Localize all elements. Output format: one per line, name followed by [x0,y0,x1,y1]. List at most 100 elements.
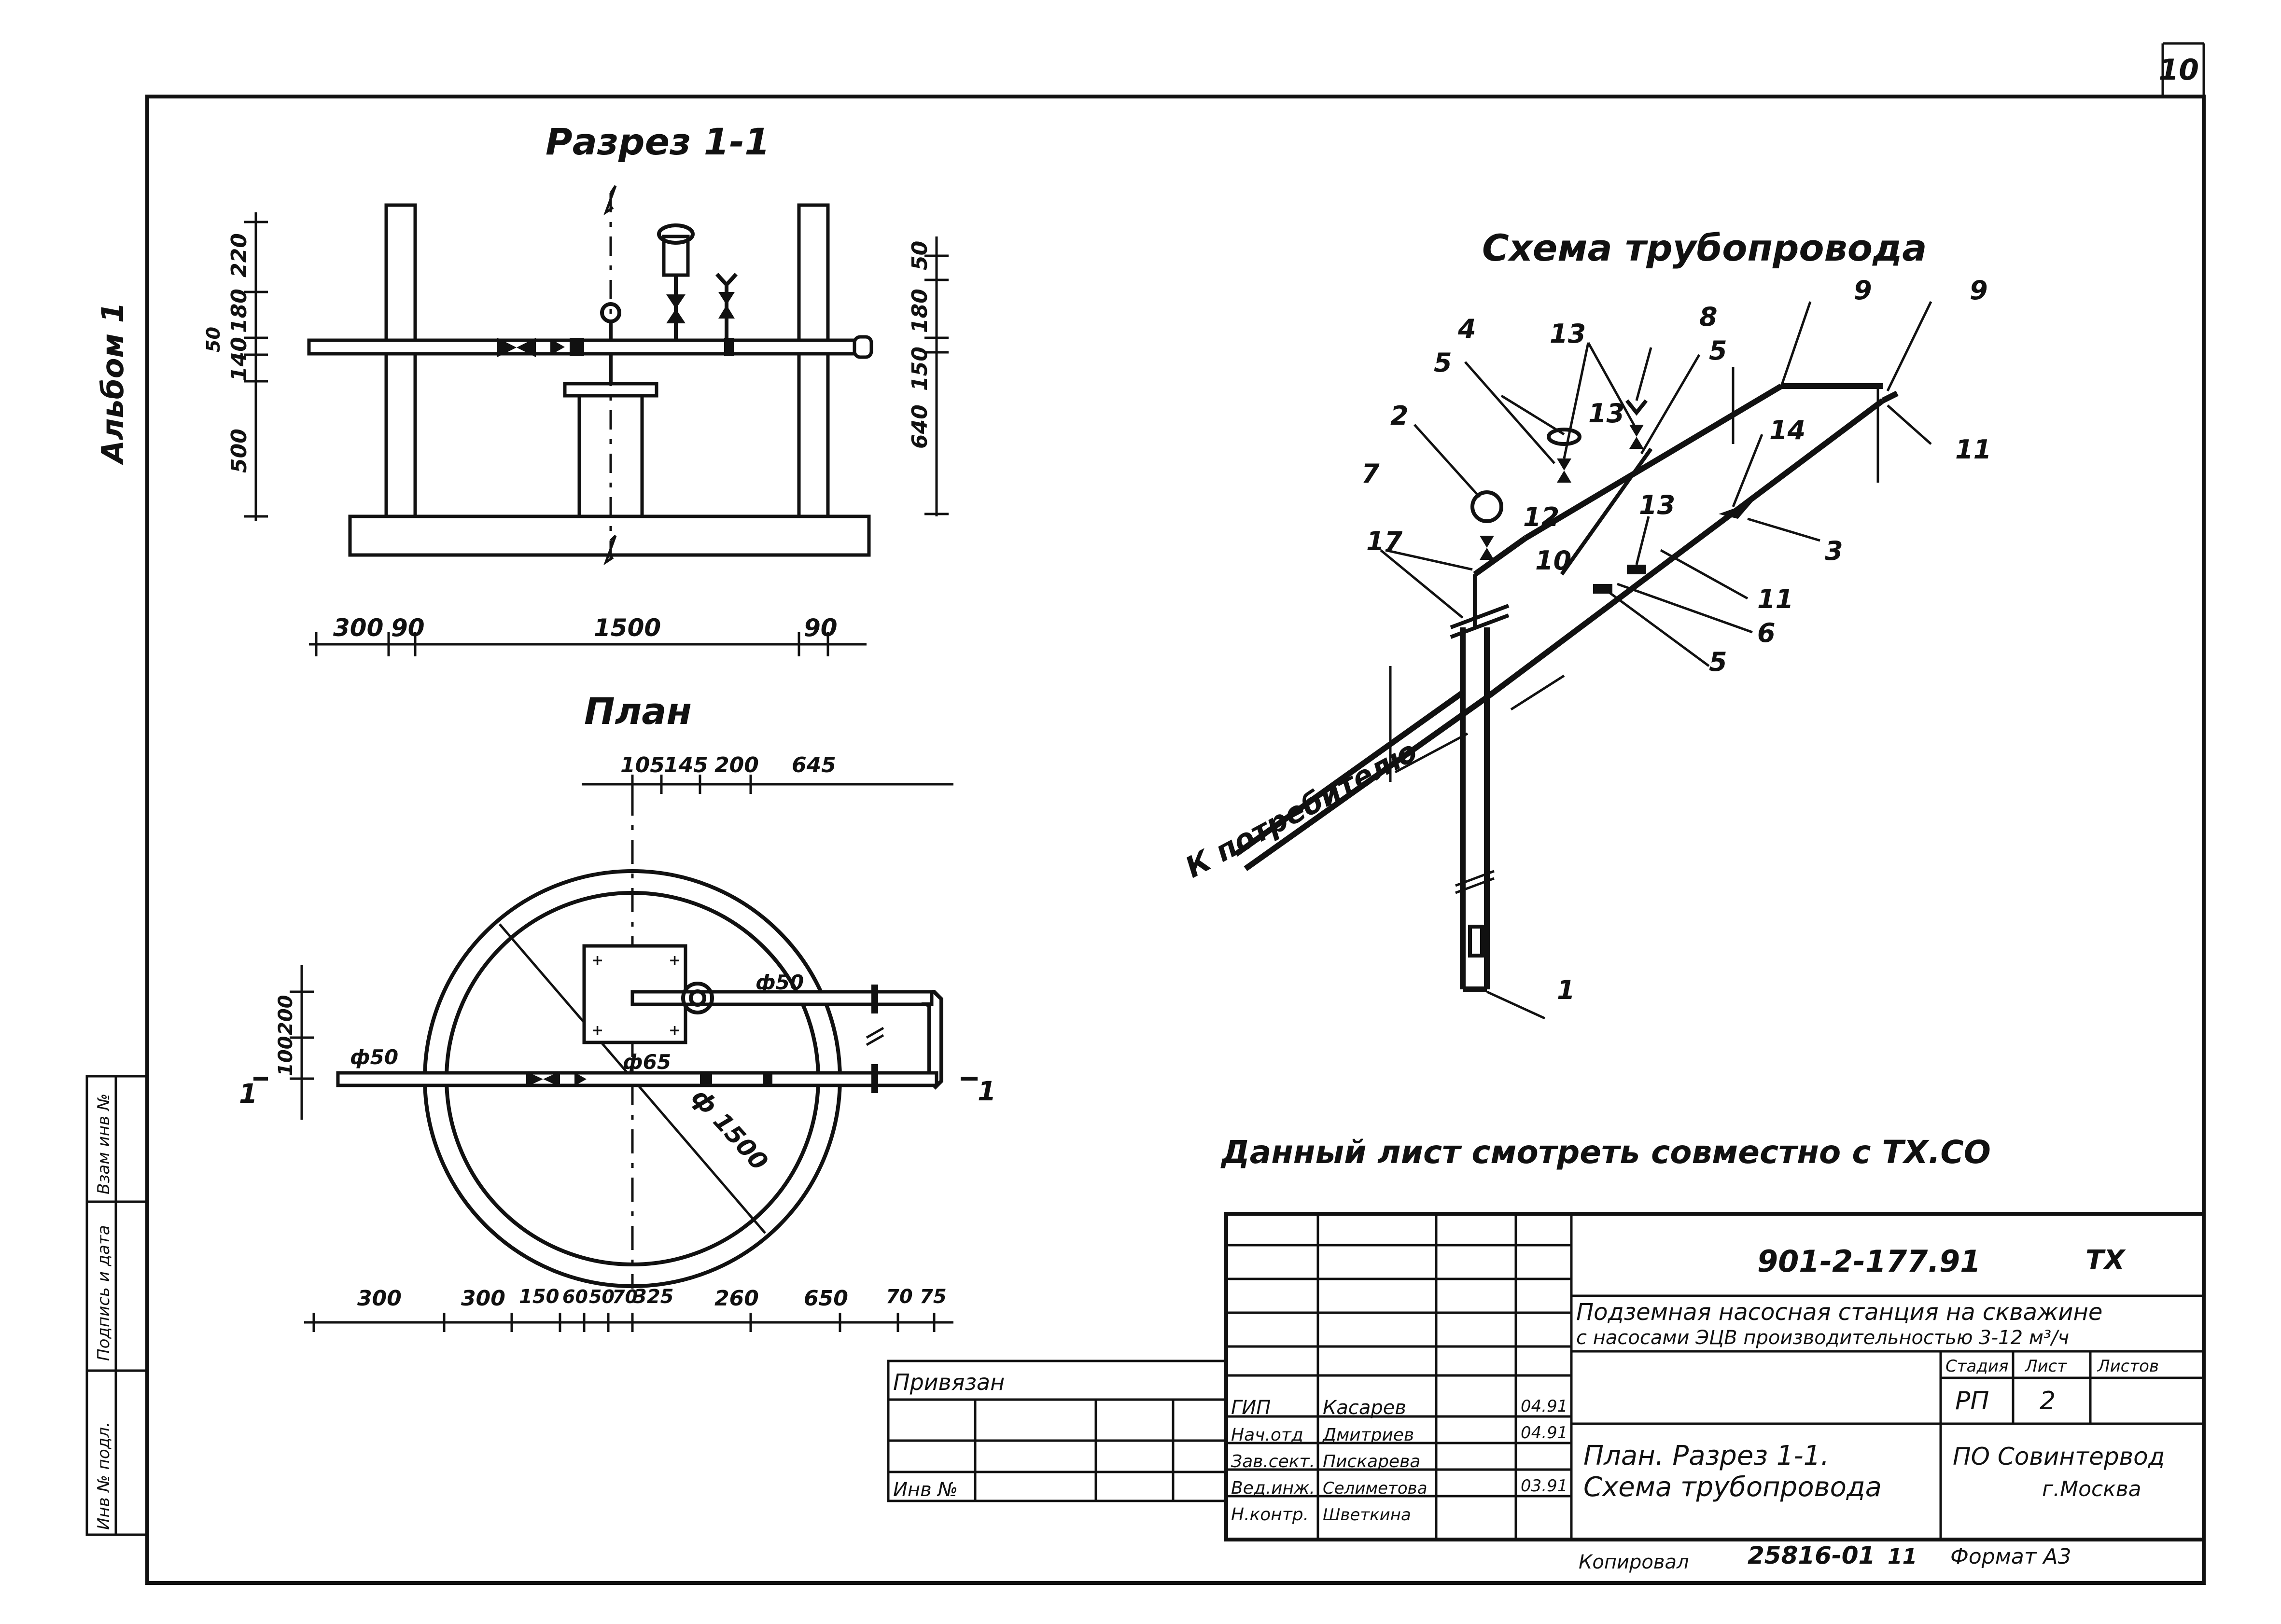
plan-section-mark-left: 1 [239,1078,257,1109]
section-dim-left-2: 50 [203,327,224,352]
callout-11a: 11 [1955,434,1991,465]
name-1: Дмитриев [1322,1425,1414,1445]
section-dim-bottom-1: 90 [391,614,425,642]
section-dim-left-3: 140 [227,337,252,381]
role-0: ГИП [1231,1397,1271,1419]
name-4: Шветкина [1323,1505,1411,1525]
plan-dim-bottom-4: 50 [589,1286,615,1307]
copied-label: Копировал [1579,1551,1689,1573]
plan-dim-bottom-7: 260 [714,1286,759,1311]
callout-13b: 13 [1588,398,1624,429]
plan-dim-left-1: 200 [275,995,297,1036]
plan-title: План [584,690,692,733]
sheets-header: Листов [2097,1357,2159,1376]
section-dim-bottom-3: 90 [804,614,838,642]
plan-label-pipe-left: ф50 [350,1045,398,1069]
bound-label: Привязан [893,1369,1005,1395]
plan-dim-bottom-1: 300 [461,1286,505,1311]
callout-5b: 5 [1709,335,1727,366]
plan-dim-bottom-9: 70 [886,1286,913,1308]
section-dim-bottom-2: 1500 [594,614,661,642]
svg-text:+: + [591,952,603,969]
svg-text:+: + [669,952,681,969]
margin-cell-sign: Подпись и дата [94,1225,113,1361]
inv-label: Инв № [893,1479,958,1501]
section-dim-left-4: 500 [227,429,252,473]
role-4: Н.контр. [1231,1505,1309,1525]
section-dim-bottom-0: 300 [333,614,383,642]
callout-6: 6 [1757,618,1776,648]
doc-mark: ТХ [2085,1245,2126,1276]
scheme-title: Схема трубопровода [1482,226,1927,269]
section-dim-right-1: 180 [908,289,932,333]
section-dim-right-0: 50 [908,241,932,270]
section-title: Разрез 1-1 [546,120,770,163]
margin-cell-inv: Инв № подл. [94,1422,113,1530]
svg-text:+: + [669,1022,681,1039]
plan-dim-top-1: 145 [664,753,708,777]
section-dim-right-3: 640 [908,404,932,449]
name-2: Пискарева [1323,1452,1420,1471]
plan-dim-bottom-5: 70 [612,1286,638,1307]
format-label: Формат А3 [1950,1544,2071,1569]
corner-number: 10 [2159,53,2199,87]
callout-14: 14 [1769,415,1805,445]
plan-dim-bottom-3: 60 [562,1286,588,1307]
callout-17: 17 [1366,526,1403,556]
callout-11b: 11 [1757,584,1793,614]
plan-label-pipe-center: ф65 [623,1050,671,1074]
margin-cell-replace: Взам инв № [94,1094,113,1194]
plan-dim-top-2: 200 [714,753,759,777]
plan-dim-top-3: 645 [792,753,836,777]
callout-3: 3 [1825,536,1843,566]
callout-8: 8 [1699,302,1718,332]
section-dim-left-1: 180 [227,289,252,333]
stage-value: РП [1955,1387,1989,1416]
object-name-2: с насосами ЭЦВ производительностью 3-12 … [1576,1327,2069,1349]
section-view: Разрез 1-1 [203,120,949,656]
sheet-name-1: План. Разрез 1-1. [1583,1440,1829,1471]
organization: ПО Совинтервод [1953,1443,2165,1471]
callout-1: 1 [1557,975,1575,1005]
callout-7: 7 [1361,458,1380,489]
callout-9b: 9 [1970,275,1988,305]
date-3: 03.91 [1521,1476,1567,1496]
plan-label-pipe-right: ф50 [756,971,804,994]
callout-2: 2 [1390,401,1409,431]
callout-10: 10 [1535,545,1571,576]
album-label: Альбом 1 [95,302,130,466]
doc-code: 901-2-177.91 [1757,1244,1981,1279]
role-1: Нач.отд [1231,1425,1303,1445]
object-name-1: Подземная насосная станция на скважине [1576,1299,2102,1326]
copy-number: 25816-01 [1748,1541,1875,1569]
sheet-name-2: Схема трубопровода [1583,1471,1882,1503]
callout-9a: 9 [1854,275,1872,305]
city: г.Москва [2042,1477,2141,1501]
plan-dim-bottom-8: 650 [804,1286,848,1311]
callout-12: 12 [1523,502,1559,532]
plan-dim-bottom-2: 150 [519,1286,560,1308]
section-dim-left-0: 220 [227,233,252,278]
plan-section-mark-right: 1 [978,1076,996,1107]
plan-dim-bottom-0: 300 [357,1286,402,1311]
callout-4: 4 [1457,314,1476,344]
sheet-header: Лист [2024,1357,2067,1376]
sheet-note: Данный лист смотреть совместно с ТХ.СО [1220,1134,1991,1171]
sheet-value: 2 [2040,1387,2056,1416]
plan-dim-bottom-10: 75 [920,1286,947,1308]
plan-dim-left-0: 100 [275,1036,297,1077]
name-3: Селиметова [1323,1479,1427,1498]
pipeline-scheme: Схема трубопровода [1180,226,1991,1020]
callout-5c: 5 [1709,647,1727,677]
plan-view: План 105 145 200 645 ++ ++ [239,690,996,1332]
role-2: Зав.сект. [1231,1452,1315,1471]
title-block: Привязан Инв № ГИП Нач.отд Зав.сект. Вед… [887,1212,2206,1573]
section-dim-right-2: 150 [908,347,932,391]
role-3: Вед.инж. [1231,1478,1315,1498]
name-0: Касарев [1323,1397,1406,1419]
callout-13c: 13 [1639,490,1675,520]
plan-dim-top-0: 105 [620,753,665,777]
sheet-index: 11 [1888,1544,1917,1569]
callout-5a: 5 [1434,347,1452,378]
